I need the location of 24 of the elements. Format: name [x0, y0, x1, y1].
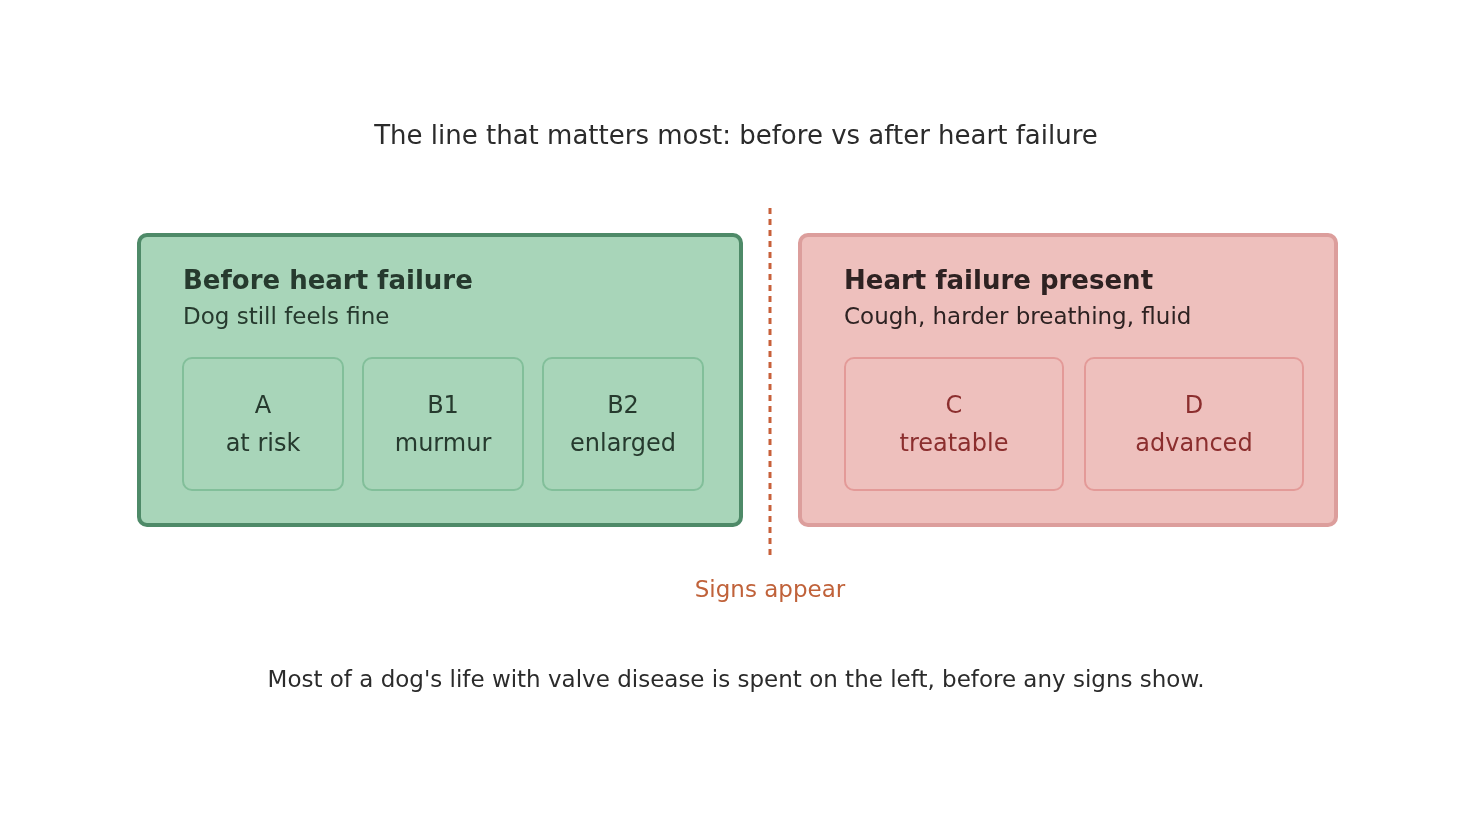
stage-letter: D — [1184, 391, 1204, 419]
stage-box — [542, 357, 704, 491]
group-panel — [137, 233, 743, 527]
panel-heading: Heart failure present — [844, 265, 1154, 295]
stage-label: enlarged — [570, 429, 676, 457]
stage-label: murmur — [394, 429, 492, 457]
stage-label: at risk — [225, 429, 301, 457]
panel-subtitle: Dog still feels fine — [183, 303, 390, 329]
panel-subtitle: Cough, harder breathing, fluid — [844, 303, 1192, 329]
stage-letter: B1 — [427, 391, 459, 419]
stage-letter: A — [254, 391, 272, 419]
panel-heading: Before heart failure — [183, 265, 473, 295]
stage-letter: C — [945, 391, 963, 419]
stage-label: advanced — [1135, 429, 1253, 457]
stage-box — [362, 357, 524, 491]
group-panel — [798, 233, 1338, 527]
diagram-title: The line that matters most: before vs after heart failure — [373, 120, 1099, 150]
stage-box — [1084, 357, 1304, 491]
stage-box — [182, 357, 344, 491]
stage-letter: B2 — [607, 391, 639, 419]
stage-label: treatable — [899, 429, 1009, 457]
divider-label: Signs appear — [693, 576, 847, 602]
diagram-caption: Most of a dog's life with valve disease is spent on the left, before any signs show. — [266, 666, 1206, 692]
stage-box — [844, 357, 1064, 491]
